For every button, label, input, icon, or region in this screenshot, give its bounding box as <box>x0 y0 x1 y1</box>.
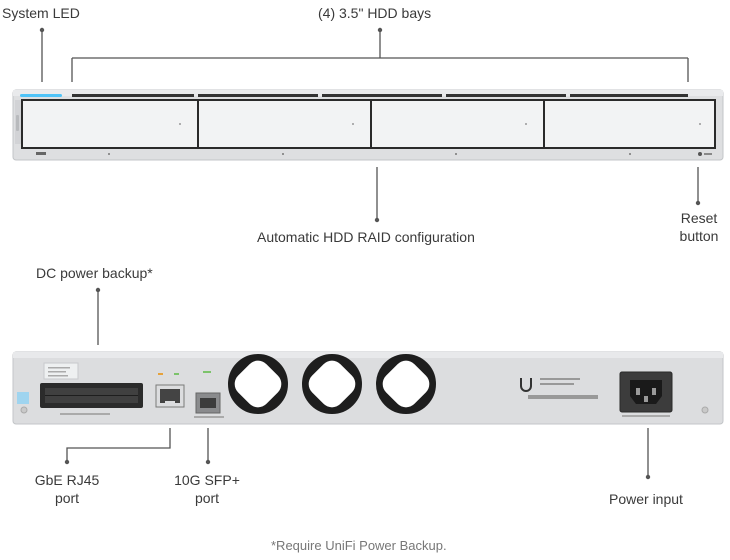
hdd-bay-1 <box>21 99 199 149</box>
reset-button <box>698 152 702 156</box>
sfp-plus-port <box>194 371 224 418</box>
label-raid-configuration: Automatic HDD RAID configuration <box>257 229 475 245</box>
hdd-bay-4 <box>543 99 716 149</box>
system-led <box>20 94 62 97</box>
leader-lines <box>39 27 701 480</box>
label-rj45-port: GbE RJ45 port <box>27 471 107 507</box>
fan-2 <box>302 354 362 414</box>
label-power-input: Power input <box>609 491 683 507</box>
bay-top-bar <box>198 94 318 97</box>
label-sfp-line2: port <box>194 490 220 506</box>
rear-panel <box>12 351 724 425</box>
dc-power-backup-connector <box>40 383 143 415</box>
label-dc-power-backup: DC power backup* <box>36 265 153 281</box>
bay-top-bar <box>446 94 566 97</box>
label-system-led: System LED <box>2 5 80 21</box>
fan-1 <box>228 354 288 414</box>
footnote: *Require UniFi Power Backup. <box>271 538 447 553</box>
bay-top-bar <box>72 94 194 97</box>
label-sfp-port: 10G SFP+ port <box>166 471 248 507</box>
power-input-socket <box>619 371 673 417</box>
label-hdd-bays: (4) 3.5" HDD bays <box>318 5 432 21</box>
hdd-bay-3 <box>370 99 545 149</box>
label-rj45-line2: port <box>54 490 80 506</box>
hdd-bay-2 <box>197 99 372 149</box>
label-reset-line2: button <box>679 228 719 244</box>
bay-top-bar <box>570 94 688 97</box>
brand-logo <box>520 378 532 392</box>
label-reset-button: Reset button <box>666 209 730 245</box>
label-rj45-line1: GbE RJ45 <box>34 472 100 488</box>
fan-3 <box>376 354 436 414</box>
front-panel <box>12 89 724 161</box>
regulatory-markings <box>528 378 598 399</box>
label-sfp-line1: 10G SFP+ <box>174 472 240 488</box>
bay-top-bar <box>322 94 442 97</box>
label-reset-line1: Reset <box>680 210 718 226</box>
rj45-port <box>155 373 185 408</box>
